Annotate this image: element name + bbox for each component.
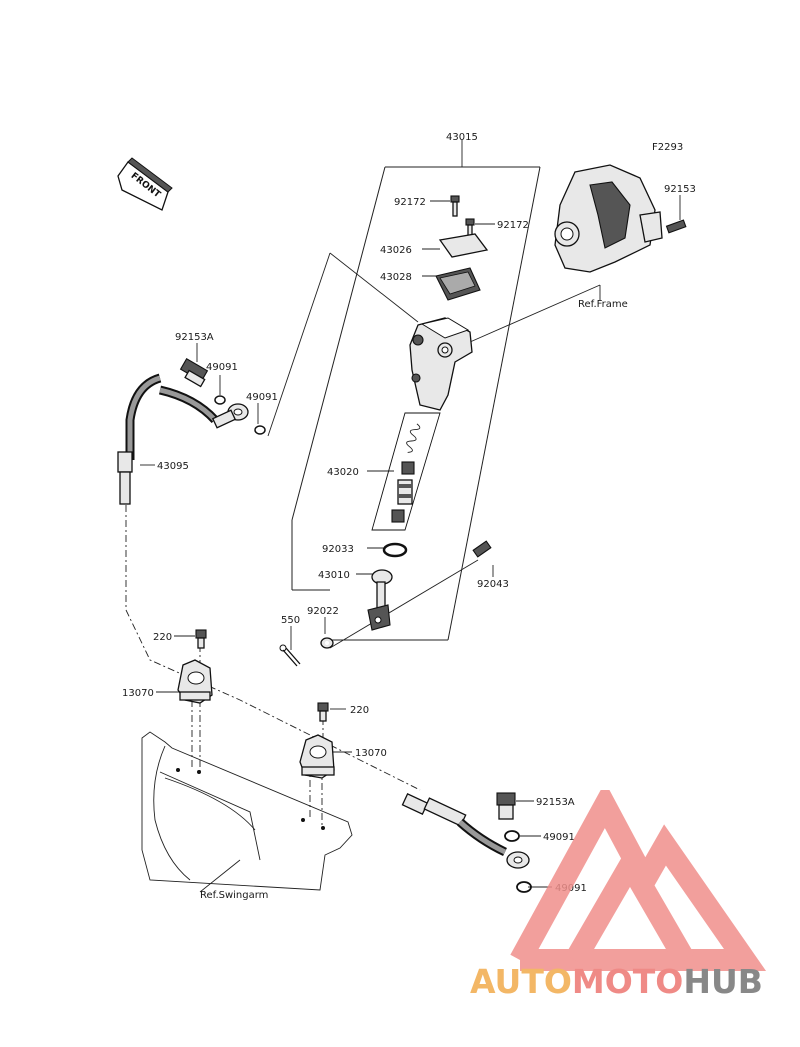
- cap-43026: [438, 233, 489, 258]
- label-92153A-top: 92153A: [175, 332, 214, 343]
- bolt-92172-a: [450, 195, 460, 217]
- hose-lower-end: [401, 793, 530, 869]
- leader-lines: [125, 195, 681, 893]
- clamp-13070-b: [299, 734, 335, 779]
- watermark-text: AUTOMOTOHUB: [470, 962, 763, 1001]
- label-92172-a: 92172: [394, 197, 426, 208]
- cotter-pin-550: [279, 644, 301, 667]
- label-92043: 92043: [477, 579, 509, 590]
- label-220-b: 220: [350, 705, 369, 716]
- label-92033: 92033: [322, 544, 354, 555]
- label-49091-a: 49091: [206, 362, 238, 373]
- frame-bracket: [554, 164, 663, 273]
- clamp-13070-a: [177, 659, 213, 704]
- label-43015: 43015: [446, 132, 478, 143]
- gasket-49091-a: [214, 395, 226, 405]
- label-43020: 43020: [327, 467, 359, 478]
- front-arrow-icon: FRONT: [117, 157, 173, 211]
- watermark-auto: AUTO: [470, 962, 572, 1001]
- label-43095: 43095: [157, 461, 189, 472]
- banjo-bolt-92153A-top: [179, 358, 209, 388]
- label-49091-b: 49091: [246, 392, 278, 403]
- label-43010: 43010: [318, 570, 350, 581]
- label-92153A-bottom: 92153A: [536, 797, 575, 808]
- gasket-49091-b: [254, 425, 266, 435]
- label-13070-a: 13070: [122, 688, 154, 699]
- watermark-moto: MOTO: [571, 962, 684, 1001]
- label-92172-b: 92172: [497, 220, 529, 231]
- piston-kit-43020: [371, 412, 441, 531]
- washer-92022: [320, 637, 334, 649]
- bolt-220-b: [317, 702, 329, 722]
- automotohub-logo-icon: [510, 790, 767, 971]
- label-13070-b: 13070: [355, 748, 387, 759]
- label-ref-swingarm: Ref.Swingarm: [200, 890, 268, 901]
- banjo-bolt-92153A-bottom: [496, 792, 516, 820]
- label-550: 550: [281, 615, 300, 626]
- watermark-hub: HUB: [683, 962, 763, 1001]
- swingarm-outline: [141, 731, 353, 891]
- circlip-92033: [382, 542, 408, 558]
- bolt-92153: [665, 219, 687, 234]
- master-cylinder-body: [409, 317, 473, 411]
- label-92153-top: 92153: [664, 184, 696, 195]
- push-rod-43010: [367, 569, 393, 631]
- label-ref-frame: Ref.Frame: [578, 299, 628, 310]
- bolt-220-a: [195, 629, 207, 649]
- diagram-code: F2293: [652, 142, 683, 153]
- diaphragm-43028: [435, 267, 481, 301]
- label-43026: 43026: [380, 245, 412, 256]
- gasket-49091-c: [504, 830, 520, 842]
- label-49091-c: 49091: [543, 832, 575, 843]
- hose-43095: [117, 373, 249, 505]
- assembly-frame: [291, 140, 541, 641]
- label-92022: 92022: [307, 606, 339, 617]
- gasket-49091-d: [516, 881, 532, 893]
- label-43028: 43028: [380, 272, 412, 283]
- label-220-a: 220: [153, 632, 172, 643]
- pin-92043: [472, 540, 492, 558]
